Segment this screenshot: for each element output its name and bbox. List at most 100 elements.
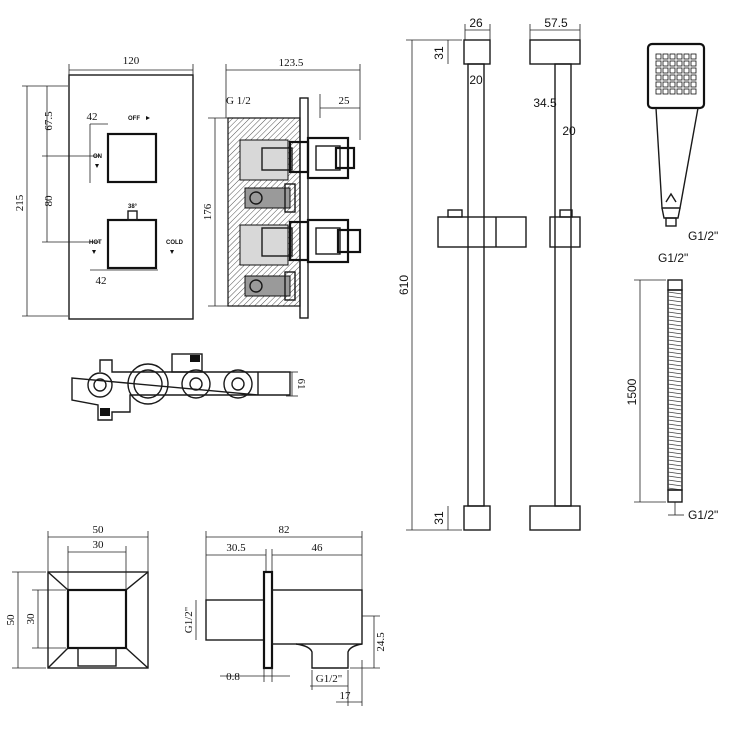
nozzle bbox=[655, 67, 662, 74]
valve-top-offset-label: 67.5 bbox=[43, 111, 55, 131]
valve-width-label: 120 bbox=[123, 55, 140, 67]
nozzle bbox=[676, 74, 683, 81]
hose-coil bbox=[667, 391, 683, 395]
hose-coils bbox=[667, 291, 683, 491]
nozzle bbox=[690, 53, 697, 60]
hose-coil bbox=[667, 291, 683, 295]
temp-stop-button bbox=[127, 210, 138, 221]
valve-body-depth-label: 61 bbox=[295, 379, 307, 390]
hose-coil bbox=[667, 303, 683, 307]
hose-coil bbox=[667, 467, 683, 471]
side-total-label: 82 bbox=[279, 524, 290, 536]
nozzle bbox=[690, 60, 697, 67]
valve-front-view: 120 215 67.5 80 42 OFF ON 38° HOT COLD 4… bbox=[14, 55, 194, 320]
off-arrow-icon bbox=[146, 116, 150, 120]
nozzle bbox=[683, 60, 690, 67]
rail-bottom-cap bbox=[463, 505, 491, 531]
on-arrow-icon bbox=[95, 164, 99, 168]
nozzle bbox=[662, 67, 669, 74]
nozzle bbox=[655, 60, 662, 67]
hose-coil bbox=[667, 307, 683, 311]
rail-cap-top-label: 31 bbox=[432, 46, 446, 60]
nozzle bbox=[669, 88, 676, 95]
nozzle bbox=[683, 88, 690, 95]
nozzle bbox=[669, 81, 676, 88]
hose-coil bbox=[667, 355, 683, 359]
nozzle bbox=[676, 60, 683, 67]
shower-hose: G1/2" 1500 G1/2" bbox=[625, 251, 718, 522]
rail-top-cap bbox=[463, 39, 491, 65]
hose-coil bbox=[667, 335, 683, 339]
wall-plate bbox=[299, 97, 309, 319]
outlet-height-label: 50 bbox=[5, 614, 17, 626]
hand-shower-thread-label: G1/2" bbox=[688, 229, 718, 243]
valve-side-height-label: 176 bbox=[202, 203, 214, 220]
rail-length-label: 610 bbox=[397, 275, 411, 295]
valve-faceplate bbox=[68, 74, 194, 320]
valve-side-section: 123.5 G 1/2 25 176 bbox=[202, 57, 362, 319]
hose-thread-bottom-label: G1/2" bbox=[688, 508, 718, 522]
outlet-body bbox=[66, 588, 128, 650]
outlet-width-label: 50 bbox=[93, 524, 105, 536]
hose-coil bbox=[667, 379, 683, 383]
valve-body-bottom-view: 61 bbox=[71, 353, 307, 421]
temp-label: 38° bbox=[128, 204, 138, 210]
rail-bar-diameter-label: 20 bbox=[469, 73, 483, 87]
hose-coil bbox=[667, 471, 683, 475]
nozzle bbox=[662, 88, 669, 95]
hose-coil bbox=[667, 475, 683, 479]
slide-rail-side: 57.5 34.5 20 bbox=[529, 16, 581, 531]
hose-coil bbox=[667, 375, 683, 379]
hose-coil bbox=[667, 383, 683, 387]
nozzle bbox=[683, 81, 690, 88]
nozzle bbox=[669, 53, 676, 60]
hose-coil bbox=[667, 363, 683, 367]
hot-label: HOT bbox=[89, 240, 102, 246]
nozzle bbox=[676, 81, 683, 88]
side-body bbox=[271, 589, 363, 645]
nozzle-grid bbox=[655, 53, 697, 95]
hose-length-label: 1500 bbox=[625, 378, 639, 405]
nozzle bbox=[655, 88, 662, 95]
hose-coil bbox=[667, 327, 683, 331]
rail-side-diameter-label: 20 bbox=[562, 124, 576, 138]
off-label: OFF bbox=[128, 116, 140, 122]
hose-coil bbox=[667, 359, 683, 363]
hose-coil bbox=[667, 419, 683, 423]
hose-coil bbox=[667, 443, 683, 447]
hose-coil bbox=[667, 427, 683, 431]
hose-coil bbox=[667, 483, 683, 487]
side-inlet bbox=[205, 599, 265, 641]
nozzle bbox=[683, 67, 690, 74]
hose-coil bbox=[667, 415, 683, 419]
hose-coil bbox=[667, 395, 683, 399]
hot-arrow-icon bbox=[92, 250, 96, 254]
nozzle bbox=[690, 67, 697, 74]
bottom-handle bbox=[106, 218, 158, 270]
rail-width-label: 26 bbox=[469, 16, 483, 30]
side-body-part-label: 46 bbox=[312, 542, 324, 554]
hose-coil bbox=[667, 343, 683, 347]
wall-outlet-front: 50 30 50 30 bbox=[5, 524, 149, 669]
valve-depth-label: 123.5 bbox=[279, 57, 304, 69]
hose-coil bbox=[667, 311, 683, 315]
hose-coil bbox=[667, 339, 683, 343]
slider-bracket bbox=[437, 216, 527, 248]
side-outlet-height-label: 24.5 bbox=[375, 632, 387, 652]
hose-thread-top-label: G1/2" bbox=[658, 251, 688, 265]
hose-coil bbox=[667, 411, 683, 415]
hose-coil bbox=[667, 387, 683, 391]
nozzle bbox=[690, 74, 697, 81]
nozzle bbox=[683, 74, 690, 81]
hose-coil bbox=[667, 423, 683, 427]
wall-outlet-side: 82 30.5 46 G1/2" 0.8 G1/2" 17 24.5 bbox=[183, 524, 387, 706]
side-thread-bottom-label: G1/2" bbox=[316, 673, 343, 685]
nozzle bbox=[690, 81, 697, 88]
top-handle-size-label: 42 bbox=[87, 111, 98, 123]
nozzle bbox=[676, 53, 683, 60]
nozzle bbox=[662, 81, 669, 88]
hand-shower-handle bbox=[655, 107, 699, 209]
hose-coil bbox=[667, 407, 683, 411]
rail-offset-label: 34.5 bbox=[533, 96, 557, 110]
